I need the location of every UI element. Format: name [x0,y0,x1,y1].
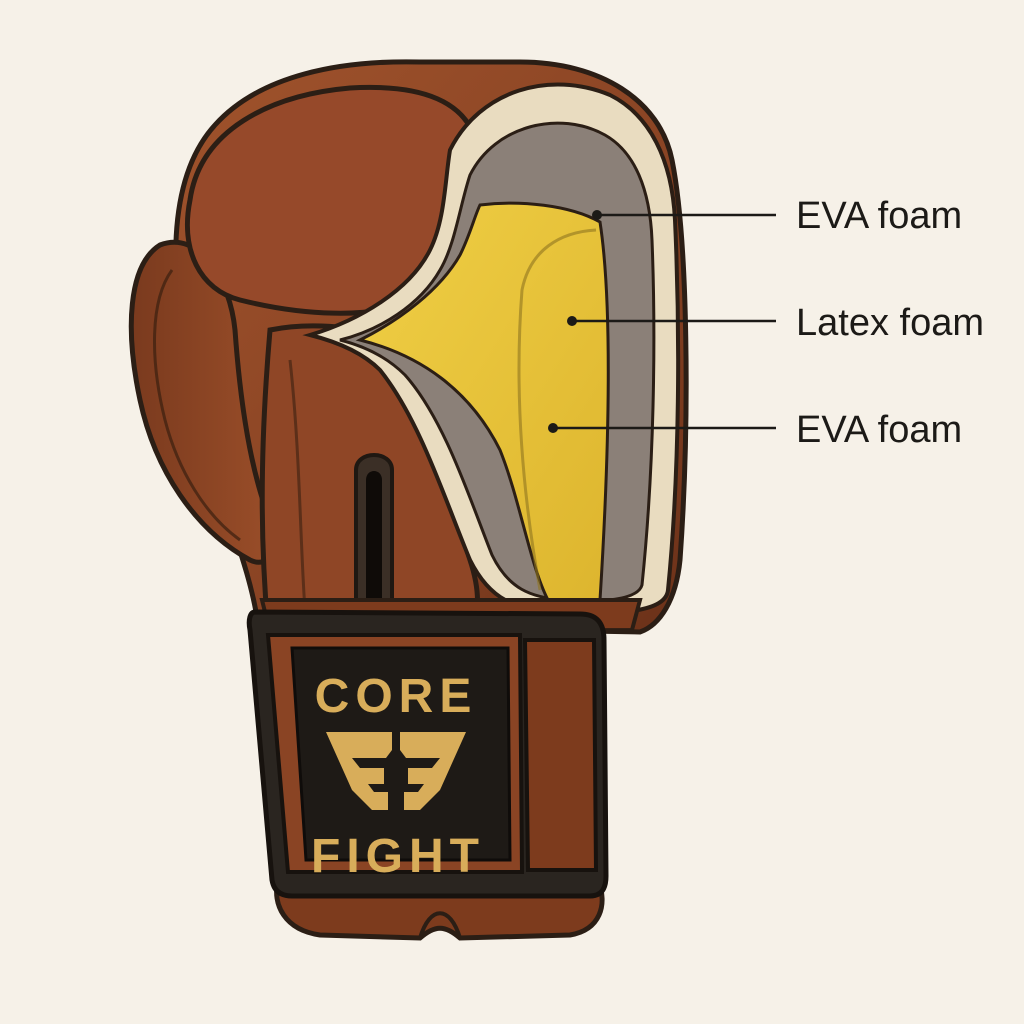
label-eva-foam-top: EVA foam [796,195,963,237]
strap-end-panel [522,638,599,872]
leader-line-eva-bottom [548,423,776,433]
brand-word-core: CORE [315,670,478,723]
strap-label-panel [290,646,512,862]
leader-line-latex [567,316,776,326]
label-latex-foam: Latex foam [796,302,984,344]
thumb-seam [153,269,241,542]
label-eva-foam-bottom: EVA foam [796,409,963,451]
latex-inner-contour [517,228,597,591]
cuff-bottom-seam [418,911,462,939]
leader-line-eva-top [592,210,776,220]
brand-word-fight: FIGHT [311,830,485,883]
palm-lace-slot-inner [366,471,382,611]
double-f-emblem-icon [326,732,466,810]
palm-inner-seam [288,359,307,611]
